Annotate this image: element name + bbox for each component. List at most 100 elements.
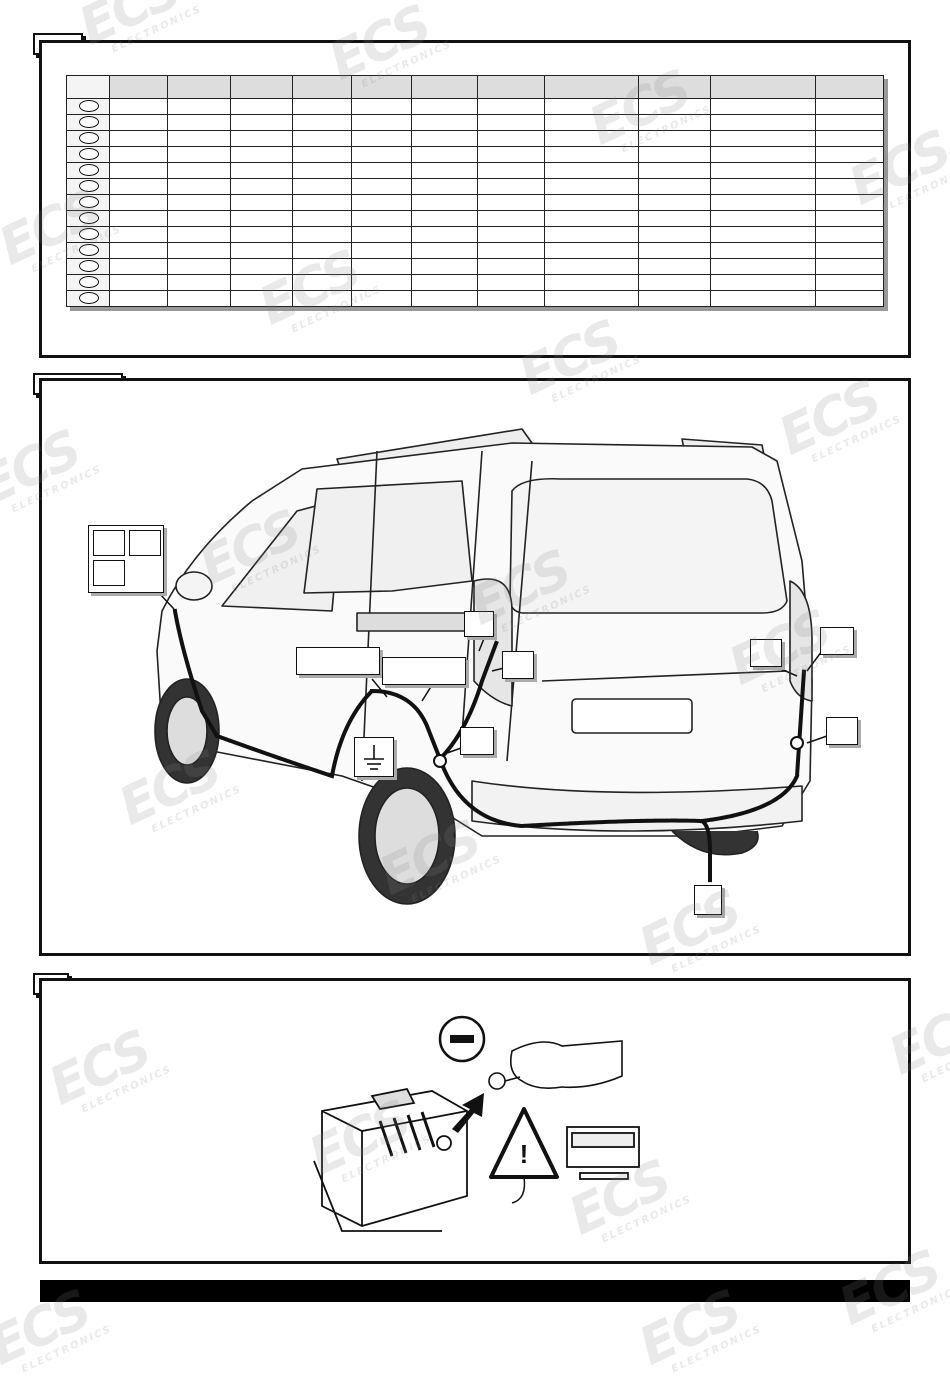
table-cell [167, 98, 231, 115]
table-cell [543, 226, 640, 243]
table-cell [229, 162, 294, 179]
table-row [66, 194, 884, 211]
table-cell [477, 130, 545, 147]
table-cell [410, 98, 479, 115]
table-cell [638, 178, 712, 195]
table-cell [710, 98, 816, 115]
table-cell [108, 242, 169, 259]
pin-number-oval [79, 180, 99, 192]
table-row [66, 98, 884, 115]
table-cell [350, 242, 413, 259]
label-box-light-right-2 [820, 627, 854, 655]
table-cell [292, 290, 352, 307]
table-cell [814, 98, 884, 115]
table-header-cell [814, 75, 884, 99]
table-header-cell [638, 75, 712, 99]
pin-cell [66, 290, 110, 307]
table-cell [292, 130, 352, 147]
pin-number-oval [79, 228, 99, 240]
table-cell [477, 242, 545, 259]
pin-cell [66, 226, 110, 243]
table-cell [350, 114, 413, 131]
table-cell [229, 114, 294, 131]
label-box-wheel-arch [382, 657, 466, 685]
table-cell [543, 162, 640, 179]
table-cell [638, 210, 712, 227]
table-cell [167, 162, 231, 179]
table-cell [167, 114, 231, 131]
table-cell [167, 194, 231, 211]
table-cell [477, 162, 545, 179]
wiring-table [66, 75, 884, 307]
table-cell [638, 114, 712, 131]
table-cell [167, 242, 231, 259]
table-cell [710, 210, 816, 227]
pin-cell [66, 178, 110, 195]
table-cell [710, 194, 816, 211]
table-cell [108, 194, 169, 211]
table-cell [710, 114, 816, 131]
table-row [66, 242, 884, 259]
table-cell [229, 242, 294, 259]
table-cell [710, 162, 816, 179]
table-cell [292, 210, 352, 227]
table-header-cell [108, 75, 169, 99]
table-cell [350, 146, 413, 163]
table-cell [108, 114, 169, 131]
radio-icon [566, 1126, 640, 1180]
table-cell [638, 130, 712, 147]
table-cell [710, 258, 816, 275]
label-box-a [93, 530, 125, 556]
pin-cell [66, 258, 110, 275]
warning-triangle-symbol: ! [519, 1139, 529, 1169]
table-cell [350, 258, 413, 275]
label-box-ground-right [826, 717, 858, 745]
table-cell [350, 98, 413, 115]
table-cell [638, 162, 712, 179]
battery-instruction-panel: ! [39, 978, 911, 1264]
table-header-cell [710, 75, 816, 99]
pin-number-oval [79, 244, 99, 256]
pin-cell [66, 242, 110, 259]
table-cell [167, 274, 231, 291]
table-row [66, 210, 884, 227]
table-cell [292, 274, 352, 291]
table-cell [350, 210, 413, 227]
table-row [66, 178, 884, 195]
pin-number-oval [79, 276, 99, 288]
vehicle-diagram-panel [39, 378, 911, 956]
table-cell [638, 194, 712, 211]
watermark-sub: ELECTRONICS [919, 1033, 950, 1086]
table-cell [350, 130, 413, 147]
table-cell [543, 210, 640, 227]
table-cell [710, 146, 816, 163]
table-cell [543, 98, 640, 115]
table-cell [814, 210, 884, 227]
pin-cell [66, 146, 110, 163]
table-cell [814, 194, 884, 211]
table-cell [229, 274, 294, 291]
table-cell [477, 178, 545, 195]
table-cell [167, 210, 231, 227]
pin-cell [66, 274, 110, 291]
table-cell [410, 226, 479, 243]
table-cell [710, 242, 816, 259]
watermark-sub: ELECTRONICS [669, 1323, 764, 1376]
table-cell [814, 146, 884, 163]
vehicle-diagram [154, 428, 828, 905]
table-corner-cell [66, 75, 110, 99]
pin-number-oval [79, 260, 99, 272]
table-cell [108, 130, 169, 147]
label-box-ground-left [460, 727, 494, 755]
pin-cell [66, 114, 110, 131]
table-cell [292, 258, 352, 275]
table-cell [477, 226, 545, 243]
table-cell [292, 114, 352, 131]
table-cell [229, 98, 294, 115]
table-cell [543, 130, 640, 147]
table-cell [350, 290, 413, 307]
table-cell [292, 98, 352, 115]
table-cell [638, 290, 712, 307]
table-cell [410, 258, 479, 275]
table-cell [638, 242, 712, 259]
